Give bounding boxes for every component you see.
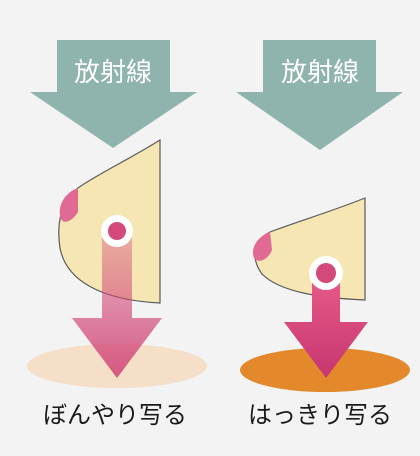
lesion-dot-left bbox=[108, 222, 126, 240]
exposure-arrow-right bbox=[284, 276, 368, 378]
exposure-arrow-left bbox=[72, 232, 162, 378]
nipple-left bbox=[59, 188, 78, 222]
result-label-sharp: はっきり写る bbox=[248, 401, 392, 429]
panel-left bbox=[27, 40, 207, 388]
nipple-right bbox=[252, 232, 272, 261]
radiation-label-right: 放射線 bbox=[281, 58, 359, 88]
radiation-arrow-right bbox=[236, 40, 403, 150]
radiation-arrow-left bbox=[30, 40, 197, 148]
result-label-blurry: ぼんやり写る bbox=[43, 401, 187, 429]
lesion-dot-right bbox=[316, 263, 336, 283]
radiation-label-left: 放射線 bbox=[74, 58, 152, 88]
panel-right bbox=[236, 40, 410, 392]
